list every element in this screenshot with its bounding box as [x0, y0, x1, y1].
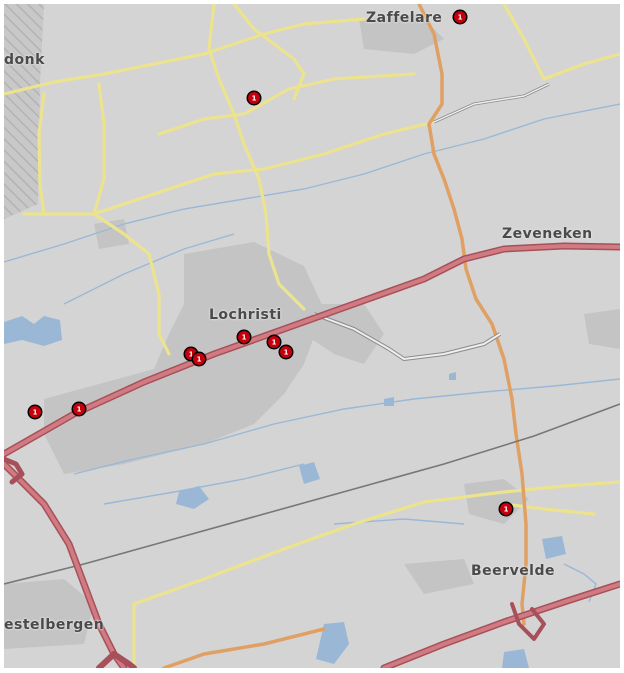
place-label-beervelde: Beervelde [471, 563, 556, 579]
marker-count: 1 [33, 409, 38, 417]
place-label-lochristi: Lochristi [209, 307, 282, 323]
marker-count: 1 [272, 339, 277, 347]
incident-marker[interactable]: 1 [246, 90, 262, 106]
place-label-zaffelare: Zaffelare [366, 10, 443, 26]
main-roads [162, 4, 528, 668]
map-canvas[interactable]: 1 1 1 1 1 1 1 [4, 4, 620, 668]
local-roads [4, 4, 620, 668]
marker-count: 1 [252, 95, 257, 103]
place-label-destelbergen: estelbergen [4, 617, 105, 633]
hatched-area [4, 4, 44, 219]
connector-road [313, 82, 550, 361]
highways [4, 242, 620, 668]
water-bodies [4, 316, 566, 668]
marker-count: 1 [458, 14, 463, 22]
marker-count: 1 [284, 349, 289, 357]
marker-count: 1 [504, 506, 509, 514]
urban-areas [4, 14, 620, 649]
incident-marker[interactable]: 1 [266, 334, 282, 350]
place-label-zeveneken: Zeveneken [502, 226, 593, 242]
marker-count: 1 [197, 356, 202, 364]
incident-marker[interactable]: 1 [191, 351, 207, 367]
marker-count: 1 [77, 406, 82, 414]
incident-marker[interactable]: 1 [236, 329, 252, 345]
incident-marker[interactable]: 1 [452, 9, 468, 25]
incident-marker[interactable]: 1 [27, 404, 43, 420]
incident-marker[interactable]: 1 [71, 401, 87, 417]
incident-marker[interactable]: 1 [498, 501, 514, 517]
place-label-donk: donk [4, 52, 45, 68]
incident-markers[interactable]: 1 1 1 1 1 1 1 [27, 9, 514, 517]
map-view[interactable]: 1 1 1 1 1 1 1 [4, 4, 620, 668]
marker-count: 1 [242, 334, 247, 342]
railway [4, 403, 620, 585]
marker-count: 1 [189, 351, 194, 359]
incident-marker[interactable]: 1 [278, 344, 294, 360]
